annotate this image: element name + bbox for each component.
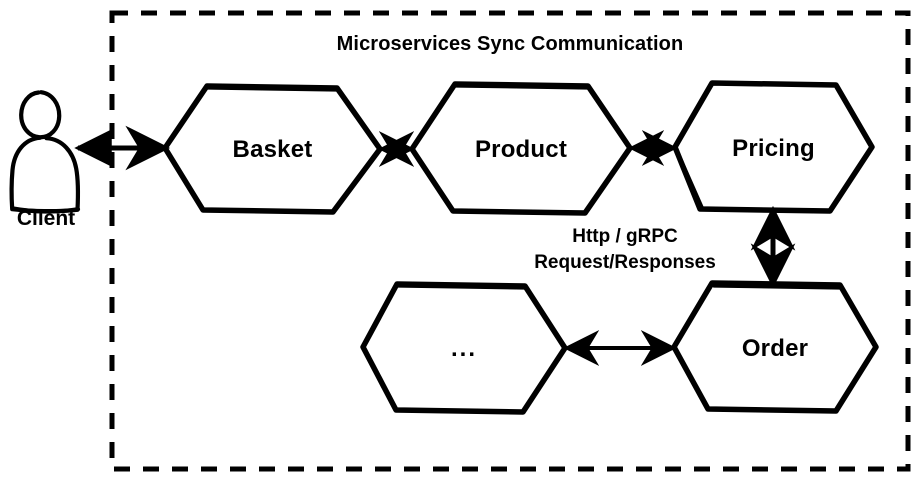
- service-label-pricing: Pricing: [732, 135, 815, 162]
- protocol-label-line1: Http / gRPC: [572, 226, 678, 247]
- service-label-more: ...: [450, 335, 477, 362]
- boundary-box: [109, 10, 911, 472]
- service-label-basket: Basket: [232, 136, 313, 163]
- protocol-label-line2: Request/Responses: [534, 252, 716, 273]
- service-label-order: Order: [741, 335, 809, 362]
- service-label-product: Product: [474, 136, 568, 163]
- service-hexagon-more[interactable]: [360, 281, 568, 415]
- person-icon: [9, 90, 81, 214]
- client-label: Client: [16, 207, 76, 230]
- boundary-title: Microservices Sync Communication: [336, 33, 684, 55]
